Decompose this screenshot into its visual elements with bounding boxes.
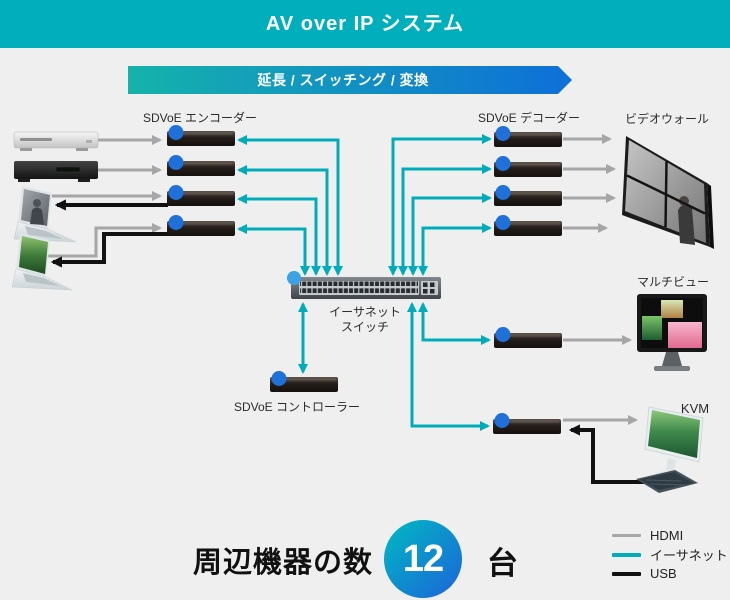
flow-arrow-banner: 延長 / スイッチング / 変換 <box>128 66 572 94</box>
legend-item-ethernet: イーサネット <box>612 545 728 564</box>
ethernet-line-swatch <box>612 552 641 557</box>
sdvoe-decoder-multiview <box>494 327 562 348</box>
counter-unit: 台 <box>487 546 518 581</box>
counter-label: 周辺機器の数 <box>193 547 374 579</box>
sdvoe-decoder <box>494 185 562 206</box>
sdvoe-decoder <box>494 156 562 177</box>
ethernet-switch-icon <box>287 271 441 299</box>
controller-label: SDVoE コントローラー <box>233 400 361 414</box>
legend-item-usb: USB <box>612 564 728 583</box>
video-wall-icon <box>622 136 714 249</box>
switch-label: イーサネット スイッチ <box>329 305 401 335</box>
usb-links <box>50 199 652 484</box>
status-dot <box>287 271 301 285</box>
switch-label-line2: スイッチ <box>340 320 390 334</box>
usb-line-swatch <box>612 571 641 576</box>
sdvoe-controller <box>270 371 338 392</box>
ethernet-links <box>236 133 493 432</box>
bluray-player-icon <box>13 131 99 151</box>
kvm-monitor-icon <box>644 406 704 478</box>
switch-label-line1: イーサネット <box>329 305 401 319</box>
sdvoe-decoder-kvm <box>493 413 561 434</box>
kvm-label: KVM <box>680 401 710 416</box>
header-band: AV over IP システム <box>0 0 730 48</box>
sdvoe-decoder <box>494 126 562 147</box>
legend-label: イーサネット <box>650 548 728 563</box>
hdmi-line-swatch <box>612 534 641 537</box>
media-player-icon <box>14 161 98 182</box>
legend: HDMI イーサネット USB <box>612 526 728 583</box>
legend-item-hdmi: HDMI <box>612 526 728 545</box>
laptop-icon <box>13 186 77 243</box>
multi-view-label: マルチビュー <box>636 275 710 289</box>
counter-circle: 12 <box>384 520 462 598</box>
hdmi-links <box>48 133 639 426</box>
decoder-group-label: SDVoE デコーダー <box>477 111 581 125</box>
legend-label: HDMI <box>650 528 684 543</box>
sdvoe-encoder <box>167 215 235 236</box>
encoder-group-label: SDVoE エンコーダー <box>142 111 258 125</box>
counter-value: 12 <box>402 537 444 580</box>
multiview-monitor-icon <box>637 294 707 371</box>
sdvoe-decoder <box>494 215 562 236</box>
keyboard-icon <box>636 470 698 493</box>
flow-banner-label: 延長 / スイッチング / 変換 <box>257 72 429 88</box>
laptop-icon <box>11 233 73 291</box>
sdvoe-encoder <box>167 185 235 206</box>
video-wall-label: ビデオウォール <box>624 112 710 126</box>
legend-label: USB <box>650 566 677 581</box>
page-title: AV over IP システム <box>265 13 465 35</box>
sdvoe-encoder <box>167 125 235 146</box>
sdvoe-encoder <box>167 155 235 176</box>
